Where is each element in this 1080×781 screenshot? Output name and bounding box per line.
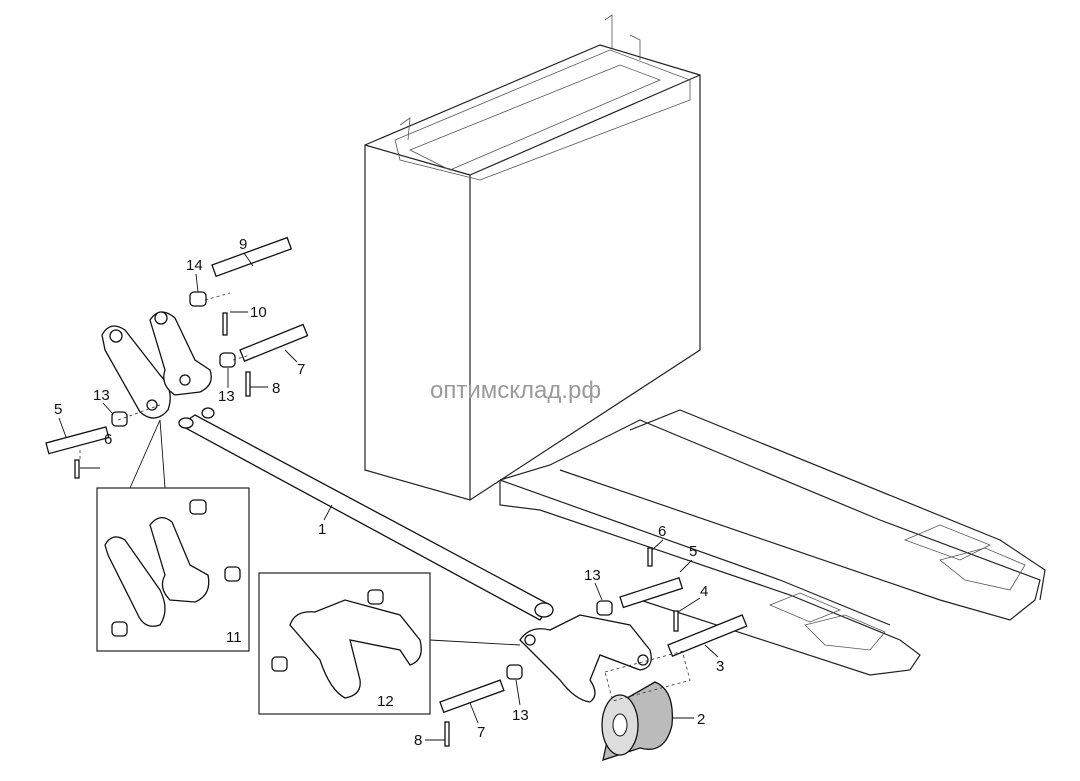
callout-3: 3 (716, 658, 724, 675)
callout-14: 14 (186, 257, 203, 274)
pin-5-right (619, 577, 684, 609)
forks (499, 409, 1046, 676)
pin-8-top (245, 371, 251, 397)
pin-7-bottom (439, 679, 505, 714)
upper-linkage (101, 311, 212, 419)
callout-6-right: 6 (658, 523, 666, 540)
roller-2 (601, 650, 691, 761)
callout-labels: 9 14 10 7 8 13 13 5 6 11 1 12 6 5 13 4 3… (54, 236, 724, 749)
detail-box-11 (96, 487, 250, 652)
bushing-14 (189, 291, 207, 307)
bushing-13-bottom (506, 664, 523, 680)
pin-4 (673, 610, 679, 632)
pin-6-right (647, 547, 653, 567)
callout-7-top: 7 (297, 361, 305, 378)
pin-7-top (239, 323, 309, 362)
callout-9: 9 (239, 236, 247, 253)
pin-8-bottom (444, 721, 450, 747)
bushing-13-left (111, 411, 128, 427)
callout-6-left: 6 (104, 431, 112, 448)
pin-5-left (45, 426, 110, 455)
callout-11: 11 (226, 629, 242, 646)
callout-5-right: 5 (689, 543, 697, 560)
callout-10: 10 (250, 304, 267, 321)
callout-13-left: 13 (93, 387, 110, 404)
callout-13-right: 13 (584, 567, 601, 584)
bushing-13-top (219, 352, 236, 368)
callout-13-bottom: 13 (512, 707, 529, 724)
rod-1 (178, 407, 554, 621)
lower-linkage (519, 614, 652, 703)
bushing-13-right (596, 600, 613, 616)
callout-1: 1 (318, 521, 326, 538)
callout-5-left: 5 (54, 401, 62, 418)
callout-13-top: 13 (218, 388, 235, 405)
pin-10 (222, 312, 228, 336)
pin-6-left (74, 459, 80, 479)
watermark: оптимсклад.рф (430, 377, 601, 404)
axle-3 (667, 614, 748, 657)
battery-box (364, 14, 701, 501)
callout-8-top: 8 (272, 380, 280, 397)
callout-8-bottom: 8 (414, 732, 422, 749)
callout-12: 12 (377, 693, 394, 710)
detail-box-12 (258, 572, 521, 715)
callout-7-bottom: 7 (477, 724, 485, 741)
pin-9 (211, 236, 293, 278)
callout-4: 4 (700, 583, 708, 600)
callout-2: 2 (697, 711, 705, 728)
